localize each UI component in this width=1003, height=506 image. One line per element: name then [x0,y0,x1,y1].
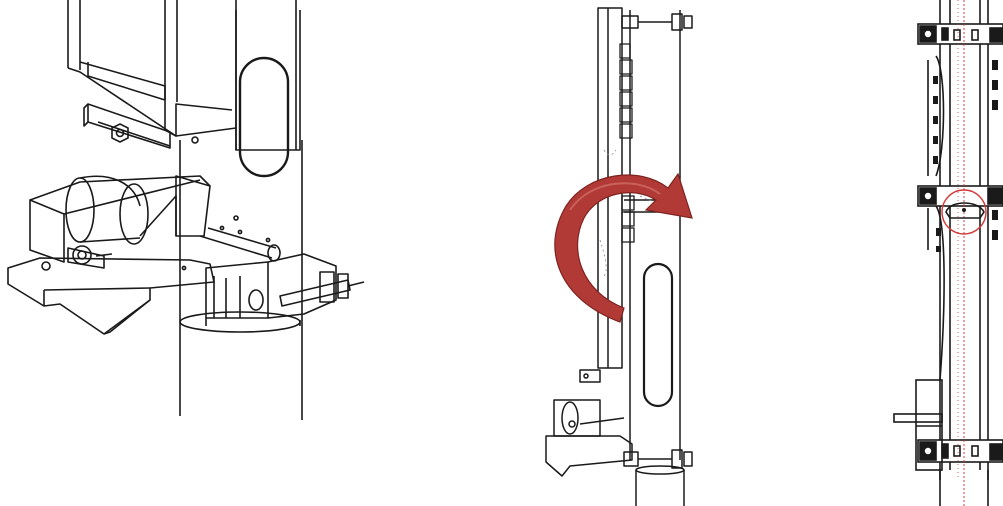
winch-assembly-panel [0,0,380,506]
highlight-circle-icon [941,189,987,235]
mast-rotation-drawing [545,7,693,506]
hex-nut-icon [111,123,129,143]
winch-assembly-drawing [7,0,365,420]
mast-rotation-panel [540,0,720,506]
rotation-arrow-icon [554,172,693,323]
mast-section-panel [880,0,1003,506]
mast-section-drawing [893,0,1003,506]
